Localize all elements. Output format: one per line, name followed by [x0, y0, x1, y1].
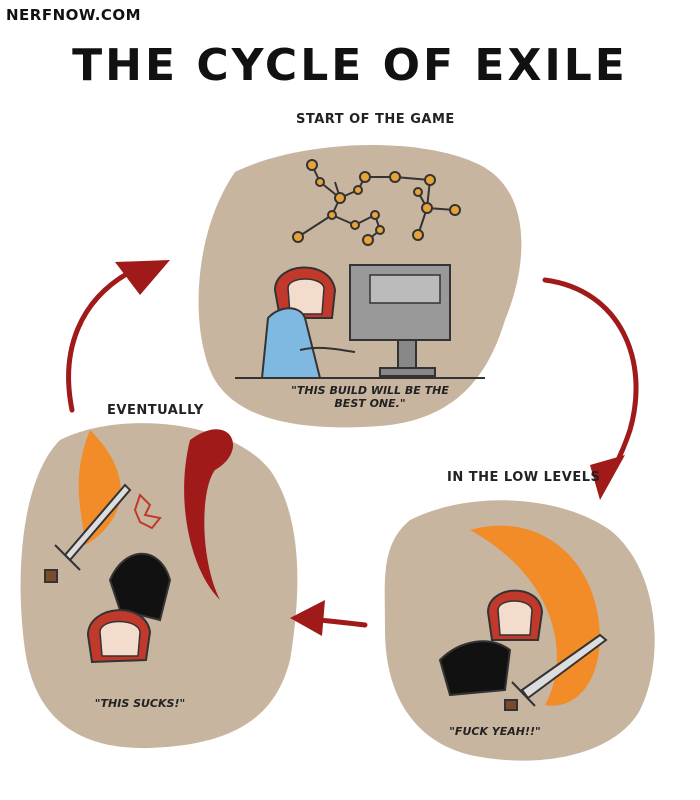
site-name: NERFNOW.COM: [6, 6, 142, 24]
red-slash: [184, 429, 234, 600]
cycle-arrow-left: [66, 269, 133, 413]
player-character-low: [438, 589, 544, 697]
skill-tree-icon: [292, 159, 461, 246]
sword-icon: [504, 633, 608, 711]
page-title: THE CYCLE OF EXILE: [72, 40, 628, 91]
start-panel-quote: "THIS BUILD WILL BE THE BEST ONE.": [290, 384, 450, 410]
quote-emphasis: "THIS: [291, 384, 326, 397]
player-character-eventually: [86, 552, 172, 664]
cycle-arrow-right: [542, 277, 639, 483]
cycle-arrow-left-head: [115, 260, 170, 295]
cycle-arrow-bottom-head: [290, 600, 325, 636]
eventually-panel-quote: "THIS SUCKS!": [94, 697, 186, 710]
cycle-arrow-right-head: [590, 455, 625, 500]
quote-line2: BEST ONE.": [334, 397, 406, 410]
low-panel-label: IN THE LOW LEVELS: [447, 470, 601, 485]
low-panel-quote: "FUCK YEAH!!": [449, 725, 541, 738]
player-character-desk: [260, 266, 356, 379]
start-panel-label: START OF THE GAME: [296, 112, 455, 127]
eventually-panel-label: EVENTUALLY: [107, 403, 204, 418]
anger-mark-icon: [133, 493, 162, 530]
monitor-icon: [349, 264, 451, 377]
flame-icon: [78, 430, 121, 545]
sword-icon: [44, 483, 132, 583]
quote-line1: BUILD WILL BE THE: [325, 384, 449, 397]
